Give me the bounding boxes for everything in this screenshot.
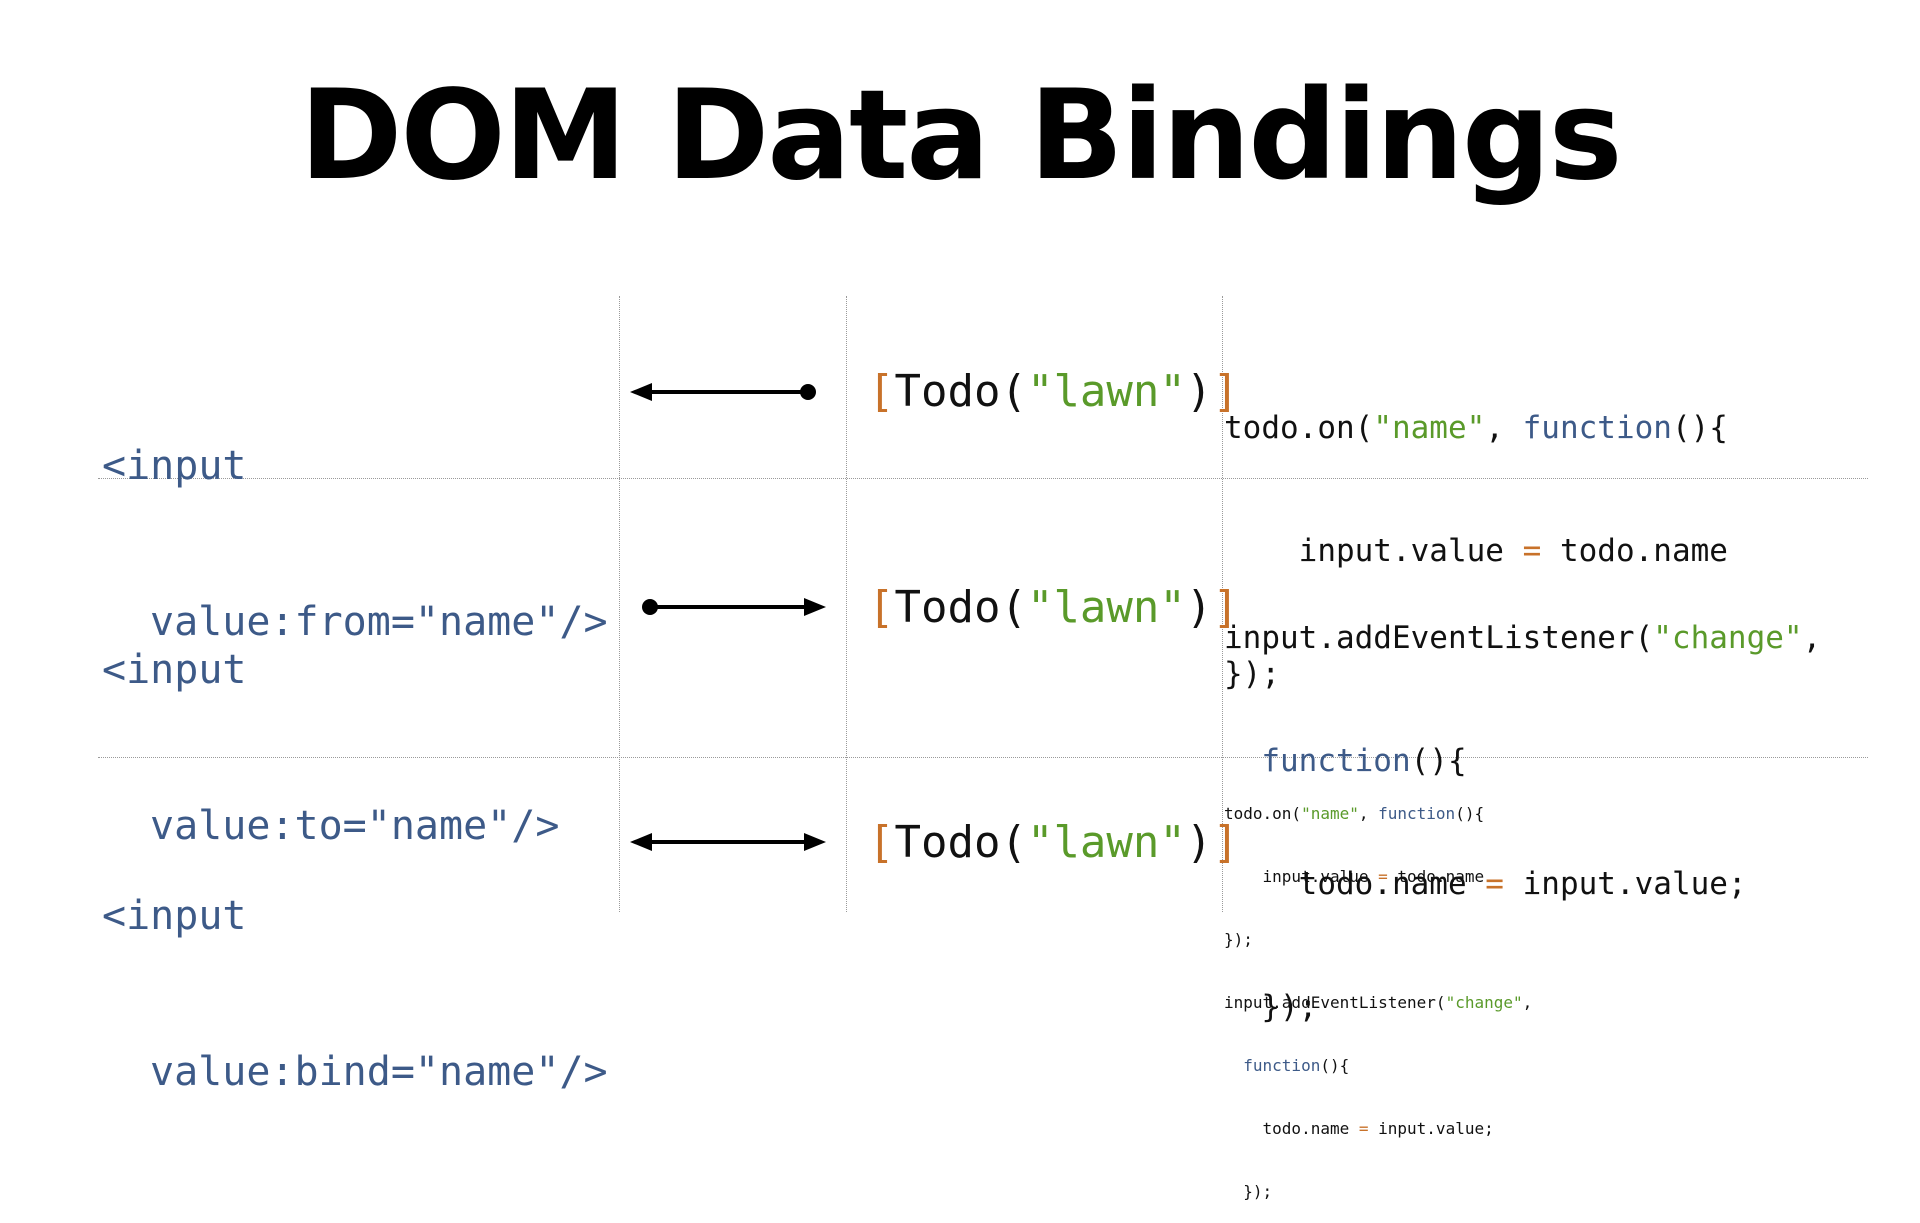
template-line: value:to="name"/> xyxy=(150,803,560,849)
template-line: value:from="name"/> xyxy=(150,599,608,645)
todo-arg: "lawn" xyxy=(1026,817,1186,868)
todo-constructor: Todo( xyxy=(894,582,1027,633)
close-paren: ) xyxy=(1185,817,1213,868)
code-snippet-from: todo.on("name", function(){ input.value … xyxy=(1224,326,1728,736)
code-snippet-bind: todo.on("name", function(){ input.value … xyxy=(1224,761,1532,1223)
todo-instance: [Todo("lawn")] xyxy=(868,582,1239,633)
close-paren: ) xyxy=(1185,366,1213,417)
arrow-right-icon xyxy=(642,598,826,616)
code-line: input.addEventListener("change", xyxy=(1224,993,1533,1012)
close-paren: ) xyxy=(1185,582,1213,633)
grid-divider-vertical-2 xyxy=(846,296,847,912)
template-line: value:bind="name"/> xyxy=(150,1049,608,1095)
arrow-left-icon xyxy=(630,383,816,401)
close-bracket: ] xyxy=(1212,366,1239,417)
todo-instance: [Todo("lawn")] xyxy=(868,817,1239,868)
template-snippet-bind: <input value:bind="name"/> xyxy=(102,786,608,1150)
slide-title: DOM Data Bindings xyxy=(299,64,1622,208)
template-line: <input xyxy=(102,893,247,939)
code-line: input.addEventListener("change", xyxy=(1224,620,1822,656)
code-line: function(){ xyxy=(1243,1056,1350,1075)
code-line: }); xyxy=(1224,656,1280,692)
code-line: input.value = todo.name xyxy=(1224,867,1485,886)
code-line: todo.on("name", function(){ xyxy=(1224,804,1485,823)
template-line: <input xyxy=(102,443,247,489)
todo-instance: [Todo("lawn")] xyxy=(868,366,1239,417)
code-line: }); xyxy=(1224,989,1318,1025)
code-line: todo.name = input.value; xyxy=(1224,1119,1494,1138)
close-bracket: ] xyxy=(1212,582,1239,633)
code-line: }); xyxy=(1224,930,1253,949)
grid-divider-horizontal-2 xyxy=(98,757,1868,758)
code-line: todo.on("name", function(){ xyxy=(1224,410,1728,446)
code-line: function(){ xyxy=(1261,743,1467,779)
close-bracket: ] xyxy=(1212,817,1239,868)
code-line: }); xyxy=(1224,1182,1273,1201)
todo-constructor: Todo( xyxy=(894,817,1027,868)
template-snippet-to: <input value:to="name"/> xyxy=(102,540,559,904)
open-bracket: [ xyxy=(868,366,895,417)
code-line: todo.name = input.value; xyxy=(1224,866,1747,902)
grid-divider-vertical-1 xyxy=(619,296,620,912)
grid-divider-vertical-3 xyxy=(1222,296,1223,912)
code-snippet-to: input.addEventListener("change", functio… xyxy=(1224,536,1821,1069)
todo-constructor: Todo( xyxy=(894,366,1027,417)
arrow-bidirectional-icon xyxy=(630,833,826,851)
open-bracket: [ xyxy=(868,817,895,868)
todo-arg: "lawn" xyxy=(1026,366,1186,417)
template-line: <input xyxy=(102,647,247,693)
code-line: input.value = todo.name xyxy=(1224,533,1728,569)
open-bracket: [ xyxy=(868,582,895,633)
todo-arg: "lawn" xyxy=(1026,582,1186,633)
grid-divider-horizontal-1 xyxy=(98,478,1868,479)
template-snippet-from: <input value:from="name"/> xyxy=(102,336,608,700)
